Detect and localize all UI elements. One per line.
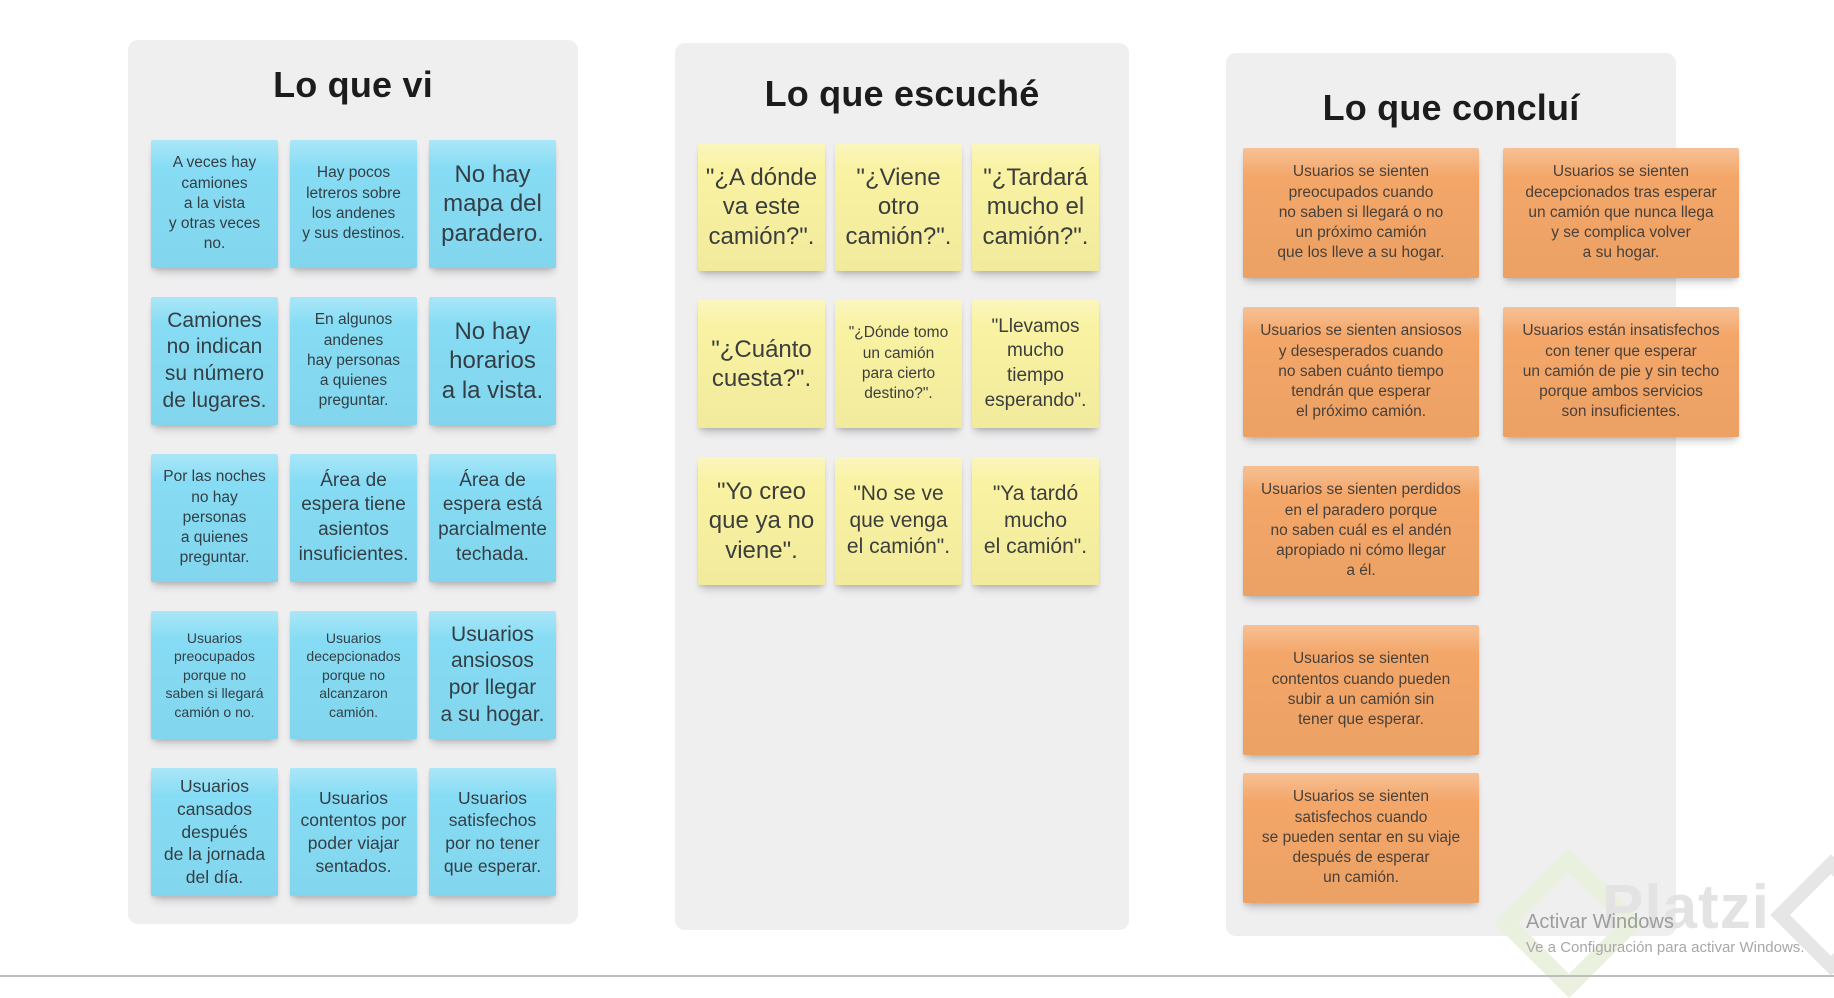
note-row: Camiones no indican su número de lugares… [151, 297, 578, 425]
sticky-note[interactable]: Usuarios se sienten perdidos en el parad… [1243, 466, 1479, 596]
sticky-note[interactable]: "Yo creo que ya no viene". [698, 457, 825, 585]
note-row: Usuarios se sienten ansiosos y desespera… [1243, 307, 1739, 437]
sticky-note[interactable]: "¿Dónde tomo un camión para cierto desti… [835, 300, 962, 428]
platzi-brand-watermark: Platzi [1602, 873, 1770, 942]
note-row: "¿Cuánto cuesta?"."¿Dónde tomo un camión… [698, 300, 1129, 428]
sticky-note[interactable]: "No se ve que venga el camión". [835, 457, 962, 585]
panel-lo-que-escuche[interactable]: Lo que escuché "¿A dónde va este camión?… [675, 43, 1129, 930]
sticky-note[interactable]: Usuarios se sienten ansiosos y desespera… [1243, 307, 1479, 437]
sticky-note[interactable]: Usuarios cansados después de la jornada … [151, 768, 278, 896]
sticky-note[interactable]: Usuarios decepcionados porque no alcanza… [290, 611, 417, 739]
note-row: Usuarios cansados después de la jornada … [151, 768, 578, 896]
sticky-note[interactable]: "Llevamos mucho tiempo esperando". [972, 300, 1099, 428]
whiteboard-canvas: { "canvas": { "background": "#ffffff", "… [0, 40, 1834, 998]
sticky-note[interactable]: Hay pocos letreros sobre los andenes y s… [290, 140, 417, 268]
sticky-note[interactable]: Usuarios se sienten satisfechos cuando s… [1243, 773, 1479, 903]
sticky-note[interactable]: "¿Tardará mucho el camión?". [972, 143, 1099, 271]
screen-bottom-edge [0, 975, 1834, 977]
sticky-note[interactable]: "¿A dónde va este camión?". [698, 143, 825, 271]
panel-lo-que-conclui[interactable]: Lo que concluí Usuarios se sienten preoc… [1226, 53, 1739, 936]
note-row: A veces hay camiones a la vista y otras … [151, 140, 578, 268]
sticky-note[interactable]: Usuarios se sienten contentos cuando pue… [1243, 625, 1479, 755]
panel-title-lo-que-vi[interactable]: Lo que vi [273, 64, 433, 105]
note-row: Usuarios preocupados porque no saben si … [151, 611, 578, 739]
sticky-note[interactable]: Usuarios preocupados porque no saben si … [151, 611, 278, 739]
note-row: Usuarios se sienten preocupados cuando n… [1243, 148, 1739, 278]
sticky-note[interactable]: Camiones no indican su número de lugares… [151, 297, 278, 425]
sticky-note[interactable]: Usuarios se sienten decepcionados tras e… [1503, 148, 1739, 278]
sticky-note[interactable]: Por las noches no hay personas a quienes… [151, 454, 278, 582]
sticky-note[interactable]: Usuarios se sienten preocupados cuando n… [1243, 148, 1479, 278]
activation-title: Activar Windows [1526, 911, 1674, 933]
notes-grid-lo-que-vi: A veces hay camiones a la vista y otras … [128, 140, 578, 896]
notes-grid-lo-que-escuche: "¿A dónde va este camión?"."¿Viene otro … [675, 143, 1129, 585]
sticky-note[interactable]: Usuarios ansiosos por llegar a su hogar. [429, 611, 556, 739]
sticky-note[interactable]: Usuarios están insatisfechos con tener q… [1503, 307, 1739, 437]
sticky-note[interactable]: Usuarios satisfechos por no tener que es… [429, 768, 556, 896]
windows-activation-watermark: Activar Windows Ve a Configuración para … [1526, 910, 1804, 957]
note-row: "Yo creo que ya no viene"."No se ve que … [698, 457, 1129, 585]
sticky-note[interactable]: No hay horarios a la vista. [429, 297, 556, 425]
note-row: Usuarios se sienten perdidos en el parad… [1243, 466, 1676, 596]
activation-subtitle: Ve a Configuración para activar Windows. [1526, 939, 1805, 956]
sticky-note[interactable]: "¿Viene otro camión?". [835, 143, 962, 271]
sticky-note[interactable]: Usuarios contentos por poder viajar sent… [290, 768, 417, 896]
note-row: Usuarios se sienten satisfechos cuando s… [1243, 773, 1676, 903]
note-row: Por las noches no hay personas a quienes… [151, 454, 578, 582]
panel-title-lo-que-escuche[interactable]: Lo que escuché [764, 73, 1040, 114]
sticky-note[interactable]: "¿Cuánto cuesta?". [698, 300, 825, 428]
panel-lo-que-vi[interactable]: Lo que vi A veces hay camiones a la vist… [128, 40, 578, 924]
note-row: "¿A dónde va este camión?"."¿Viene otro … [698, 143, 1129, 271]
sticky-note[interactable]: A veces hay camiones a la vista y otras … [151, 140, 278, 268]
sticky-note[interactable]: En algunos andenes hay personas a quiene… [290, 297, 417, 425]
notes-grid-lo-que-conclui: Usuarios se sienten preocupados cuando n… [1226, 148, 1739, 903]
sticky-note[interactable]: Área de espera tiene asientos insuficien… [290, 454, 417, 582]
sticky-note[interactable]: No hay mapa del paradero. [429, 140, 556, 268]
note-row: Usuarios se sienten contentos cuando pue… [1243, 625, 1676, 755]
panel-title-lo-que-conclui[interactable]: Lo que concluí [1322, 87, 1580, 128]
sticky-note[interactable]: Área de espera está parcialmente techada… [429, 454, 556, 582]
sticky-note[interactable]: "Ya tardó mucho el camión". [972, 457, 1099, 585]
